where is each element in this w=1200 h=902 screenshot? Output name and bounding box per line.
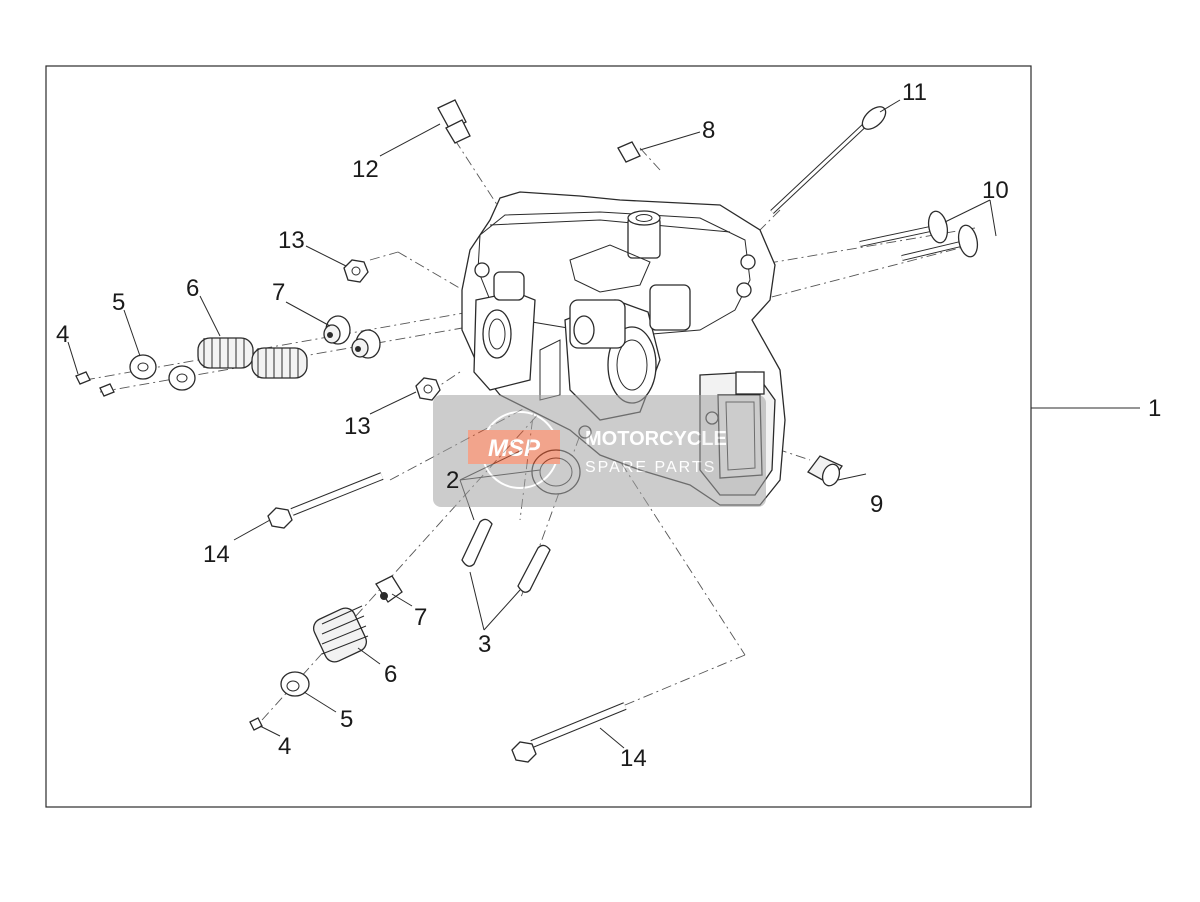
watermark-logo: MSP xyxy=(488,435,541,462)
callout-2: 2 xyxy=(446,467,459,494)
valve-train-upper xyxy=(75,315,381,397)
callout-6-upper: 6 xyxy=(186,275,199,302)
callout-6-lower: 6 xyxy=(384,661,397,688)
callout-1: 1 xyxy=(1148,395,1161,422)
callout-10: 10 xyxy=(982,177,1009,204)
callout-14-lower: 14 xyxy=(620,745,647,772)
callout-labels: 1 2 3 4 4 5 5 6 6 7 7 8 9 10 11 12 13 13… xyxy=(56,79,1161,772)
pin-8 xyxy=(617,141,641,163)
watermark-line1: MOTORCYCLE xyxy=(585,428,727,450)
plug-12 xyxy=(437,99,471,144)
callout-5-upper: 5 xyxy=(112,289,125,316)
callout-13-lower: 13 xyxy=(344,413,371,440)
dowels-3 xyxy=(461,518,551,593)
callout-7-upper: 7 xyxy=(272,279,285,306)
bolt-14-upper xyxy=(267,472,384,529)
nut-13-upper xyxy=(343,259,369,283)
watermark-panel xyxy=(433,395,766,507)
callout-11: 11 xyxy=(902,79,927,106)
callout-4-lower: 4 xyxy=(278,733,291,760)
callout-12: 12 xyxy=(352,156,379,183)
valve-train-lower xyxy=(249,575,403,731)
callout-9: 9 xyxy=(870,491,883,518)
callout-4-upper: 4 xyxy=(56,321,69,348)
bolt-14-lower xyxy=(511,702,627,763)
callout-8: 8 xyxy=(702,117,715,144)
callout-3: 3 xyxy=(478,631,491,658)
bearing-9 xyxy=(807,455,843,487)
watermark-line2: SPARE PARTS xyxy=(585,459,716,476)
callout-5-lower: 5 xyxy=(340,706,353,733)
callout-14-upper: 14 xyxy=(203,541,230,568)
nut-13-lower xyxy=(415,377,441,401)
callout-7-lower: 7 xyxy=(414,604,427,631)
valve-11 xyxy=(770,106,887,214)
watermark: MSP MOTORCYCLE SPARE PARTS xyxy=(433,395,766,507)
valves-10 xyxy=(859,210,979,261)
diagram-frame xyxy=(45,65,1032,808)
watermark-logo-box xyxy=(468,430,560,464)
callout-13-upper: 13 xyxy=(278,227,305,254)
